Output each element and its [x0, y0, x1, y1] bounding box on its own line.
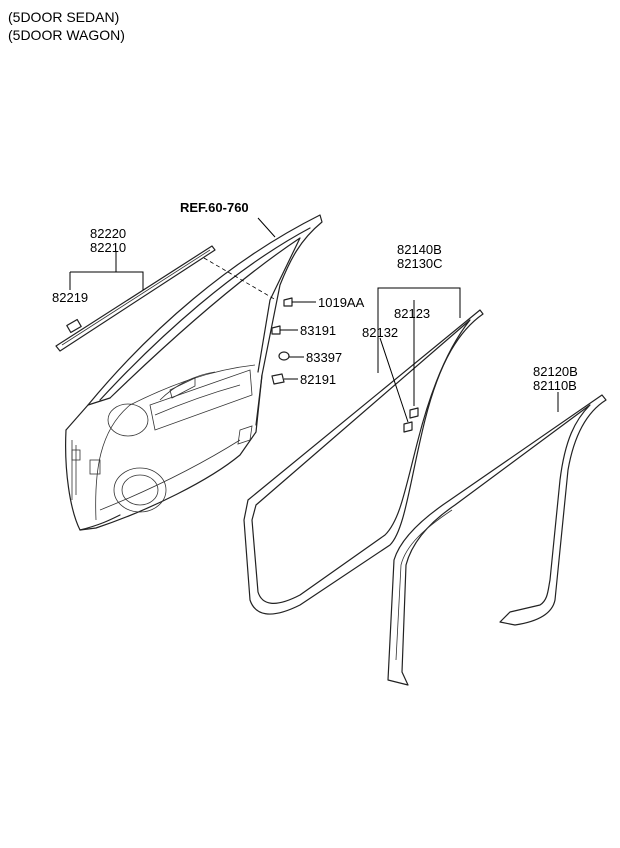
bumper-82191 [271, 373, 298, 385]
label-82123: 82123 [394, 306, 430, 321]
clip-83191 [271, 325, 298, 335]
header-sedan: (5DOOR SEDAN) [8, 9, 119, 25]
door-opening-weatherstrip [243, 309, 484, 615]
belt-molding-strip [55, 245, 216, 352]
label-83191: 83191 [300, 323, 336, 338]
clip-1019aa [283, 297, 316, 307]
label-1019aa: 1019AA [318, 295, 365, 310]
label-82130c: 82130C [397, 256, 443, 271]
door-side-weatherstrip [387, 394, 607, 686]
label-83397: 83397 [306, 350, 342, 365]
label-ref: REF.60-760 [180, 200, 249, 215]
label-82219: 82219 [52, 290, 88, 305]
label-82210: 82210 [90, 240, 126, 255]
plug-83397 [278, 351, 304, 361]
label-82140b: 82140B [397, 242, 442, 257]
label-82220: 82220 [90, 226, 126, 241]
label-82132: 82132 [362, 325, 398, 340]
label-82110b: 82110B [533, 378, 577, 393]
front-door-assembly [65, 214, 323, 531]
header-wagon: (5DOOR WAGON) [8, 27, 125, 43]
label-82191: 82191 [300, 372, 336, 387]
label-82120b: 82120B [533, 364, 578, 379]
